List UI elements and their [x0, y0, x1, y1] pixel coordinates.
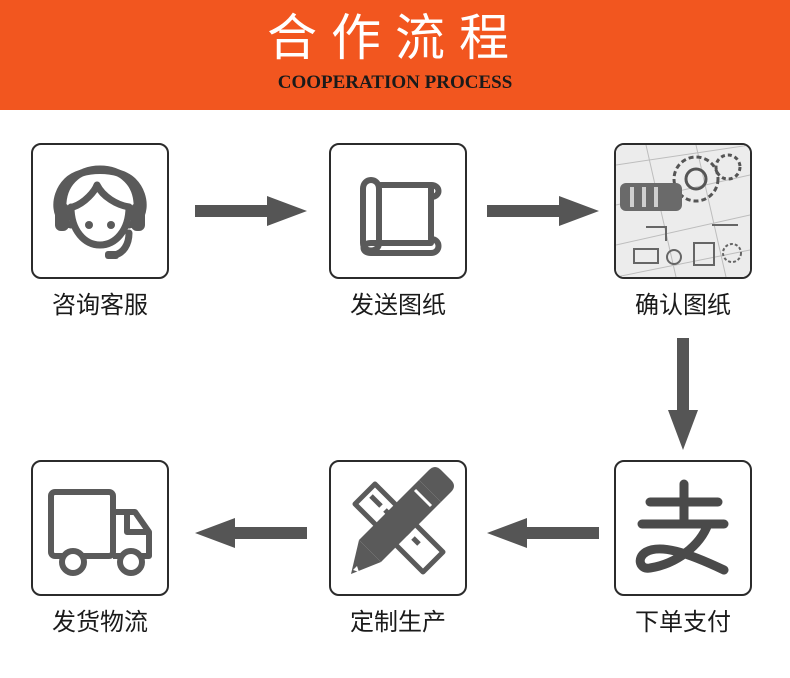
header-banner: 合作流程 COOPERATION PROCESS [0, 0, 790, 110]
alipay-icon [635, 479, 729, 575]
step-payment-card [614, 460, 752, 596]
step-consult-label: 咨询客服 [52, 291, 148, 319]
page-subtitle: COOPERATION PROCESS [277, 72, 513, 93]
step-consult-card [31, 143, 169, 279]
step-send-drawing-label: 发送图纸 [350, 291, 446, 319]
arrow-right-icon [487, 196, 599, 226]
gear-drawing-image [616, 145, 750, 277]
delivery-truck-icon [48, 489, 152, 576]
step-send-drawing-card [329, 143, 467, 279]
step-shipping-card [31, 460, 169, 596]
arrow-left-icon [487, 518, 599, 548]
step-payment-label: 下单支付 [635, 608, 731, 636]
headset-agent-icon [53, 165, 147, 259]
step-production-label: 定制生产 [350, 608, 446, 636]
step-shipping-label: 发货物流 [52, 608, 148, 636]
arrow-right-icon [195, 196, 307, 226]
page-title: 合作流程 [267, 9, 523, 67]
step-production-card [329, 460, 467, 596]
step-confirm-drawing-label: 确认图纸 [635, 291, 731, 319]
step-confirm-drawing-card [614, 143, 752, 279]
arrow-left-icon [195, 518, 307, 548]
pencil-ruler-icon [351, 467, 454, 575]
blueprint-scroll-icon [360, 177, 442, 256]
arrow-down-icon [668, 338, 698, 450]
